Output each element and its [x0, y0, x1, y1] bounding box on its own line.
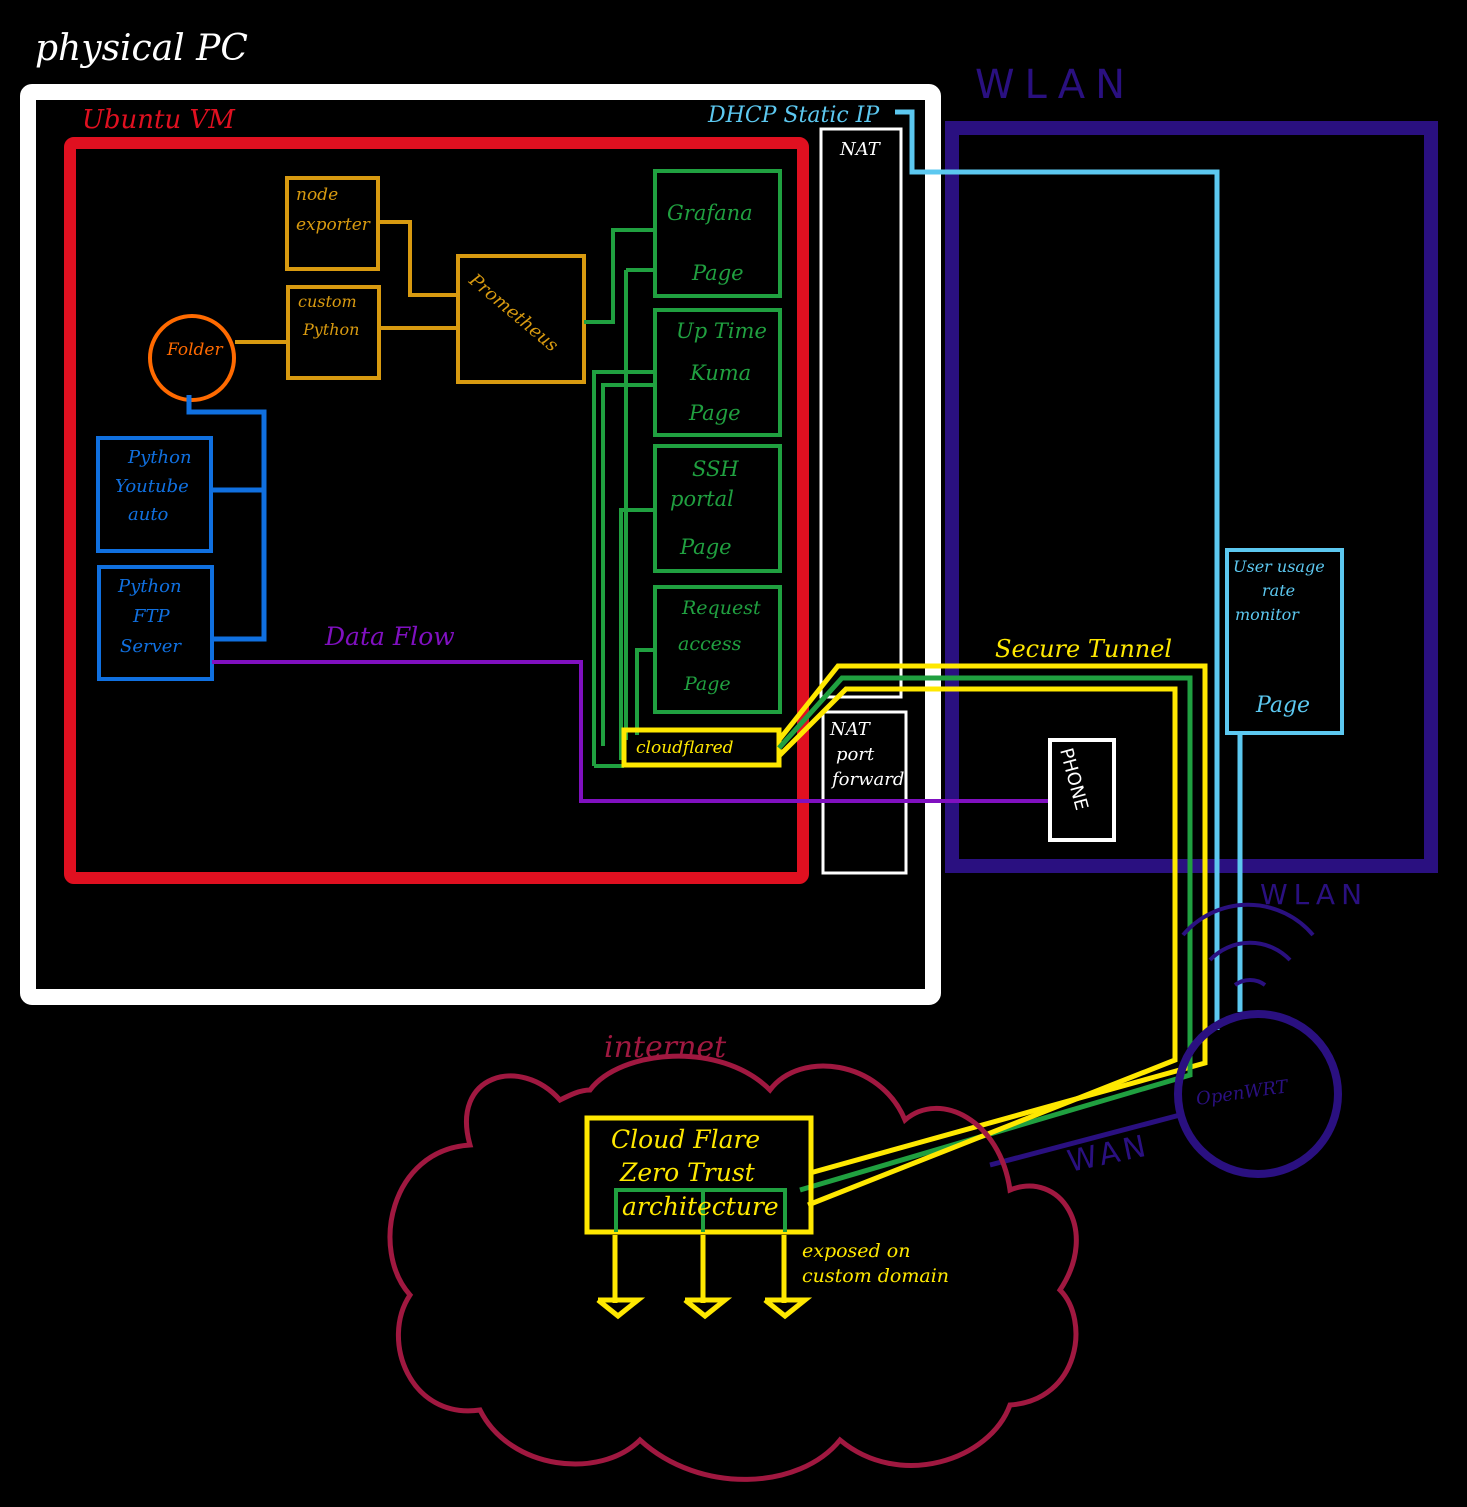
ssh-portal-label: SSH portal Page: [670, 457, 745, 559]
user-usage-monitor-box: [1225, 548, 1344, 735]
secure-tunnel-yellow-inner: [777, 686, 1178, 1208]
folder-label: Folder: [166, 340, 223, 360]
wan-line: [989, 1112, 1181, 1168]
phone-label: PHONE: [1055, 746, 1092, 813]
wlan-bottom-label: WLAN: [1260, 878, 1368, 911]
secure-tunnel-yellow-outer: [777, 663, 1208, 1176]
user-usage-monitor-label: User usage rate monitor Page: [1233, 557, 1330, 718]
nat-port-forward-box: [821, 710, 908, 875]
cloudflare-zero-trust-box: [584, 1115, 814, 1235]
wan-label: WAN: [1064, 1128, 1152, 1179]
node-exporter-label: node exporter: [296, 185, 371, 235]
phone-box: [1048, 738, 1116, 842]
internet-cloud: [387, 1053, 1079, 1482]
custom-python-label: custom Python: [298, 292, 362, 339]
request-access-label: Request access Page: [678, 597, 767, 695]
exposed-arrows: [596, 1235, 813, 1320]
python-ftp-box: [97, 565, 214, 681]
folder-circle: [148, 314, 236, 402]
data-flow-label: Data Flow: [324, 622, 455, 651]
openwrt-router-circle: [1174, 1010, 1342, 1178]
custom-python-box: [286, 285, 381, 380]
grafana-label: Grafana Page: [667, 201, 759, 285]
grafana-box: [653, 169, 782, 298]
secure-tunnel-green: [777, 675, 1193, 1193]
python-youtube-box: [96, 436, 213, 553]
dhcp-line: [895, 109, 1220, 1030]
dhcp-static-ip-label: DHCP Static IP: [707, 103, 880, 128]
nat-box: [819, 127, 903, 699]
node-exporter-to-prometheus: [378, 220, 458, 297]
nat-port-forward-label: NAT port forward: [829, 719, 904, 790]
data-flow-line: [212, 660, 1050, 803]
python-ftp-label: Python FTP Server: [117, 576, 187, 657]
cloudflare-zero-trust-label: Cloud Flare Zero Trust architecture: [611, 1125, 779, 1221]
cloudflared-label: cloudflared: [636, 738, 734, 758]
wifi-icon: [1181, 902, 1315, 987]
prometheus-box: [456, 254, 586, 384]
physical-pc-frame: [20, 84, 941, 1005]
python-youtube-label: Python Youtube auto: [115, 447, 197, 525]
secure-tunnel-label: Secure Tunnel: [995, 635, 1172, 663]
prometheus-label: Prometheus: [464, 269, 562, 356]
openwrt-label: OpenWRT: [1195, 1076, 1291, 1110]
exposed-on-custom-domain-label: exposed on custom domain: [802, 1240, 949, 1287]
folder-to-python-line: [186, 395, 267, 642]
ubuntu-vm-label: Ubuntu VM: [82, 105, 236, 135]
wlan-top-label: WLAN: [975, 62, 1135, 108]
title-physical-pc: physical PC: [35, 28, 248, 69]
ubuntu-vm-frame: [64, 137, 809, 884]
uptime-kuma-label: Up Time Kuma Page: [676, 319, 774, 425]
cloudflare-green-route: [614, 1188, 787, 1232]
green-page-lines: [584, 228, 655, 768]
nat-label: NAT: [839, 139, 882, 160]
